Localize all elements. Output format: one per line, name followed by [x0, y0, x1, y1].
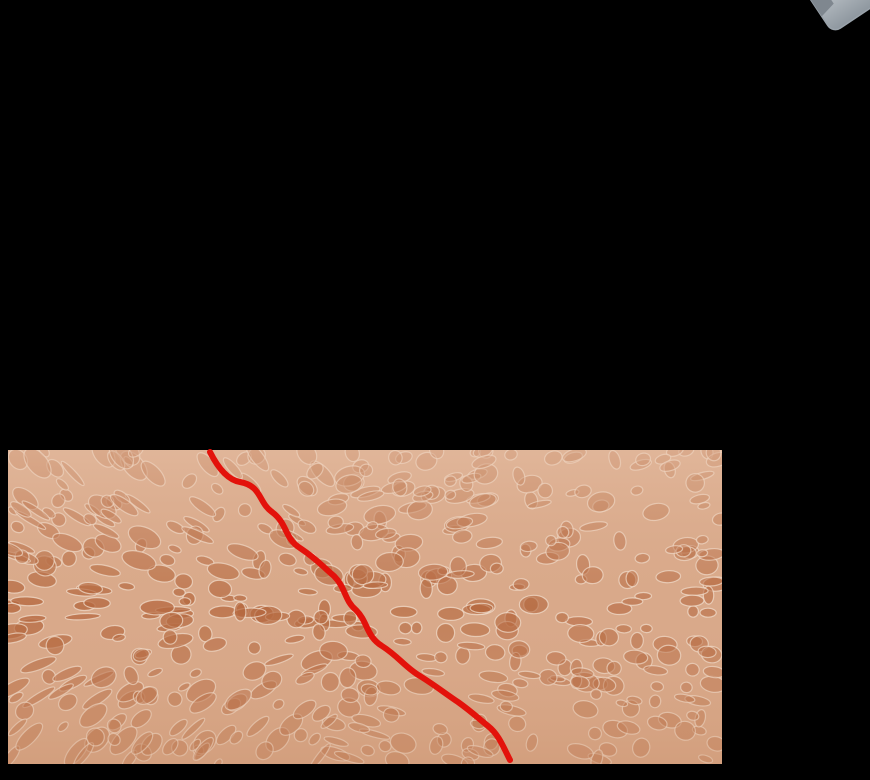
- drill-guide-icon: [323, 0, 870, 39]
- handle: [728, 0, 870, 33]
- bone-block: [0, 432, 731, 773]
- bone-shading: [8, 450, 722, 764]
